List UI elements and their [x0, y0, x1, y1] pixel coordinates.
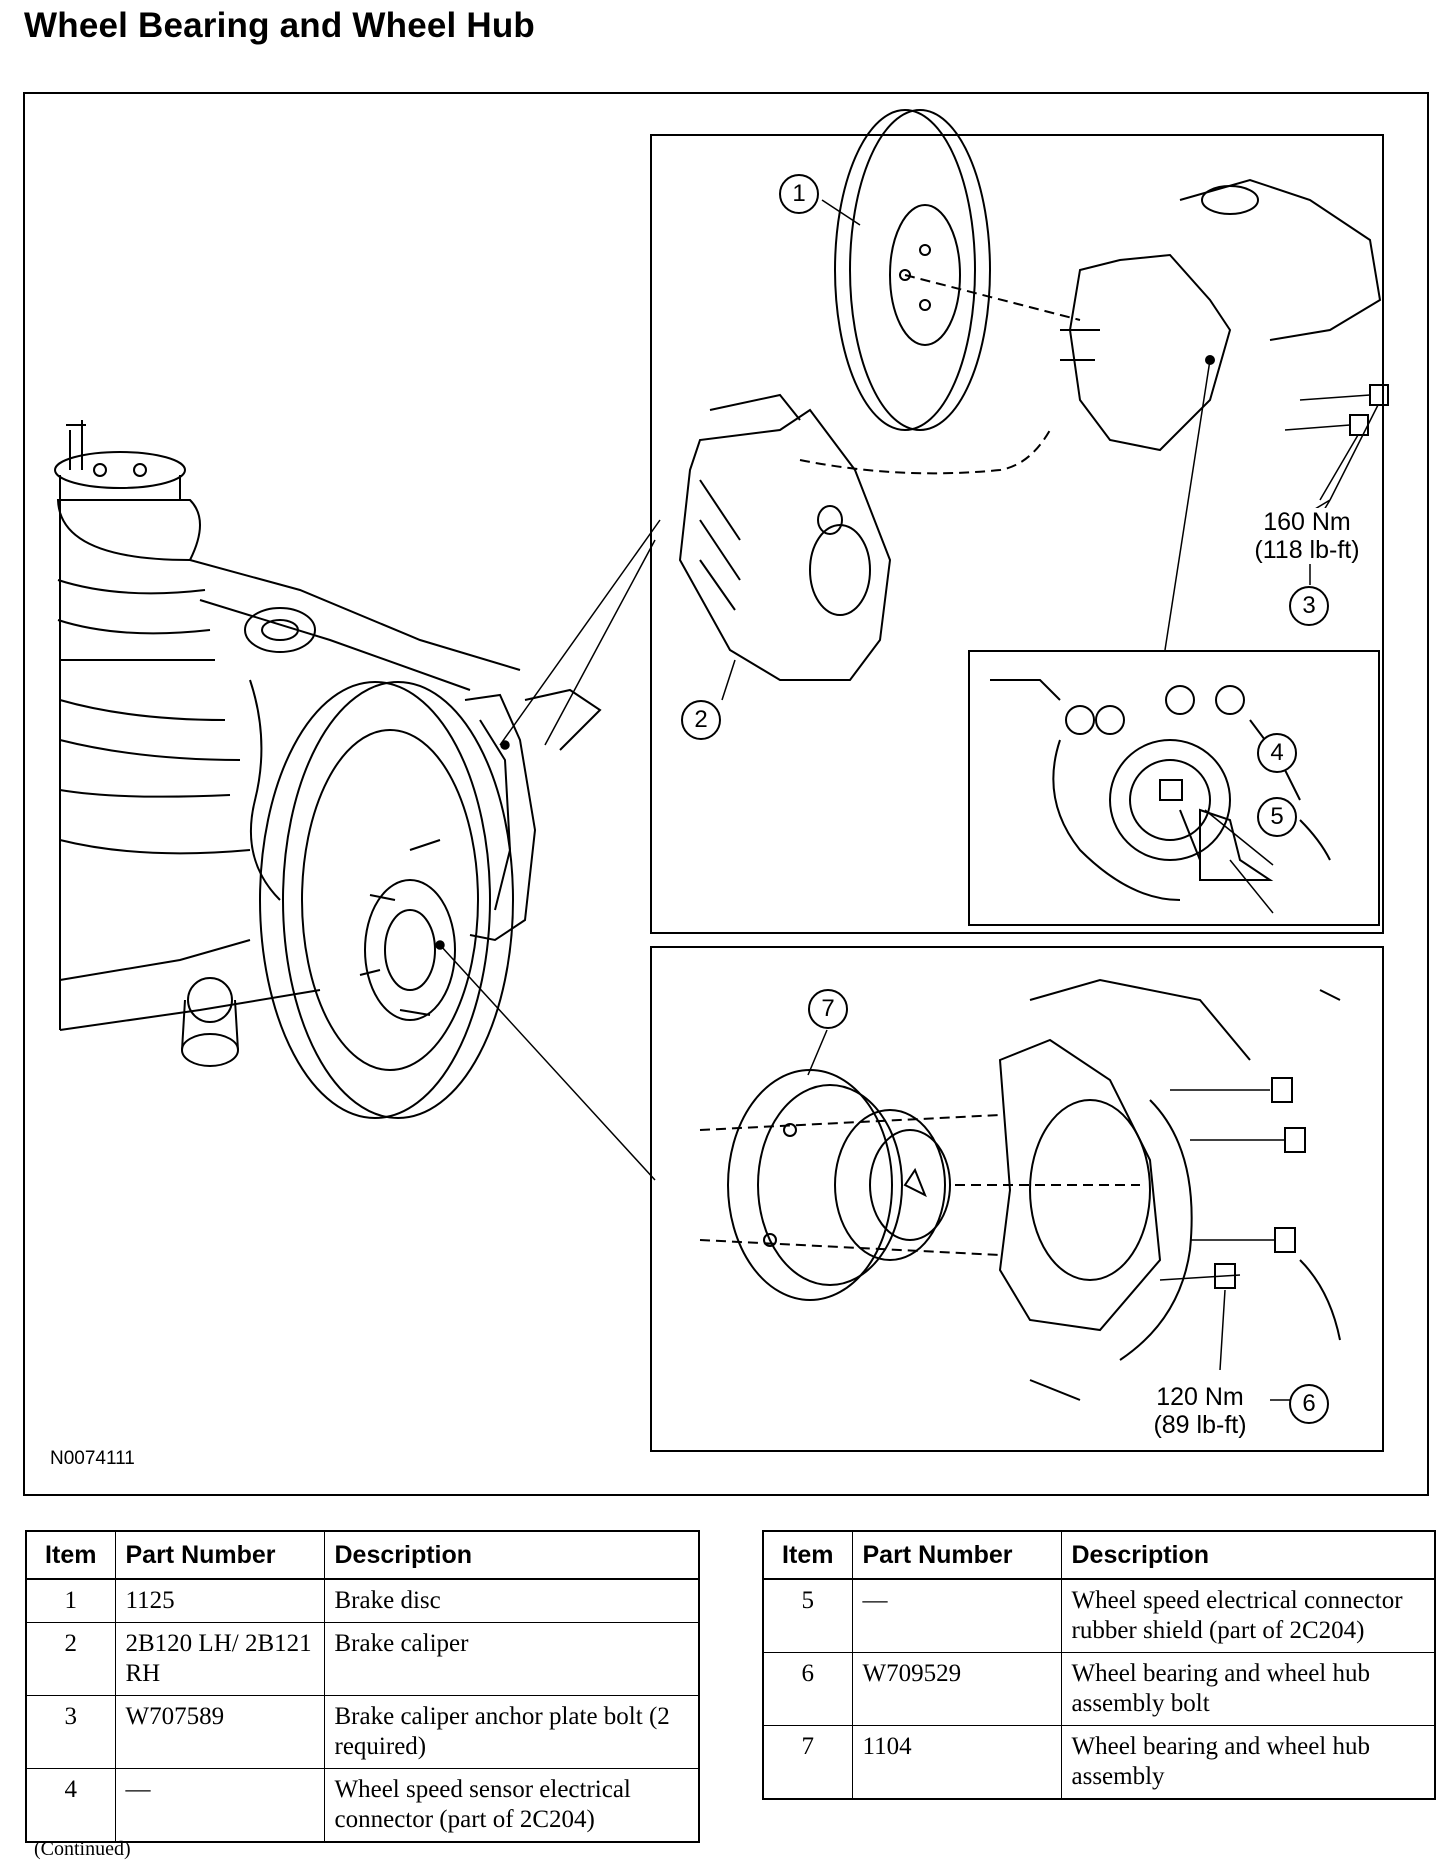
part-number: 1125: [114, 1578, 325, 1623]
figure-id: N0074111: [50, 1448, 135, 1469]
callout-6: 6: [1289, 1384, 1329, 1424]
header-description: Description: [1060, 1530, 1436, 1580]
part-number: —: [851, 1578, 1062, 1653]
callout-1: 1: [779, 174, 819, 214]
part-number: 1104: [851, 1725, 1062, 1800]
part-description: Wheel speed sensor electrical connector …: [323, 1768, 700, 1843]
line-drawing: [54, 109, 1389, 1401]
part-description: Brake disc: [323, 1578, 700, 1623]
header-item: Item: [25, 1530, 116, 1580]
torque-spec-hub-bolts: 120 Nm (89 lb-ft): [1130, 1383, 1270, 1439]
header-description: Description: [323, 1530, 700, 1580]
torque-nm: 160 Nm: [1263, 508, 1351, 536]
table-header-row: Item Part Number Description: [25, 1530, 700, 1580]
item-number: 1: [25, 1578, 116, 1623]
torque-spec-anchor-bolts: 160 Nm (118 lb-ft): [1232, 508, 1382, 564]
callout-2: 2: [681, 700, 721, 740]
parts-table-right: Item Part Number Description 5 — Wheel s…: [762, 1530, 1436, 1800]
table-row: 3 W707589 Brake caliper anchor plate bol…: [25, 1695, 700, 1769]
item-number: 6: [762, 1652, 853, 1726]
table-row: 5 — Wheel speed electrical connector rub…: [762, 1578, 1436, 1653]
table-header-row: Item Part Number Description: [762, 1530, 1436, 1580]
callout-leaders: [721, 199, 1274, 1076]
part-number: W709529: [851, 1652, 1062, 1726]
callout-3: 3: [1289, 586, 1329, 626]
brake-inset-drawing: [678, 109, 1389, 681]
table-row: 7 1104 Wheel bearing and wheel hub assem…: [762, 1725, 1436, 1800]
part-description: Wheel speed electrical connector rubber …: [1060, 1578, 1436, 1653]
callout-4: 4: [1257, 733, 1297, 773]
table-row: 4 — Wheel speed sensor electrical connec…: [25, 1768, 700, 1843]
item-number: 7: [762, 1725, 853, 1800]
part-description: Brake caliper anchor plate bolt (2 requi…: [323, 1695, 700, 1769]
exploded-view-figure: [23, 92, 1429, 1496]
table-row: 1 1125 Brake disc: [25, 1578, 700, 1623]
page-title: Wheel Bearing and Wheel Hub: [24, 6, 536, 45]
leader-lines: [435, 519, 661, 1181]
part-description: Wheel bearing and wheel hub assembly: [1060, 1725, 1436, 1800]
part-number: —: [114, 1768, 325, 1843]
part-description: Brake caliper: [323, 1622, 700, 1696]
callout-5: 5: [1257, 797, 1297, 837]
table-row: 2 2B120 LH/ 2B121 RH Brake caliper: [25, 1622, 700, 1696]
strut-assembly-drawing: [54, 420, 602, 1119]
torque-lbft: (118 lb-ft): [1254, 536, 1360, 564]
continued-note: (Continued): [34, 1838, 131, 1860]
part-number: 2B120 LH/ 2B121 RH: [114, 1622, 325, 1696]
torque-nm: 120 Nm: [1156, 1383, 1244, 1411]
callout-7: 7: [808, 989, 848, 1029]
header-part-number: Part Number: [114, 1530, 325, 1580]
sensor-connector-inset-frame: [968, 650, 1380, 926]
header-part-number: Part Number: [851, 1530, 1062, 1580]
torque-lbft: (89 lb-ft): [1153, 1411, 1247, 1439]
hub-inset-frame: [650, 946, 1384, 1452]
parts-table-left: Item Part Number Description 1 1125 Brak…: [25, 1530, 700, 1843]
part-number: W707589: [114, 1695, 325, 1769]
item-number: 3: [25, 1695, 116, 1769]
item-number: 5: [762, 1578, 853, 1653]
hub-inset-drawing: [699, 978, 1341, 1401]
table-row: 6 W709529 Wheel bearing and wheel hub as…: [762, 1652, 1436, 1726]
item-number: 4: [25, 1768, 116, 1843]
part-description: Wheel bearing and wheel hub assembly bol…: [1060, 1652, 1436, 1726]
header-item: Item: [762, 1530, 853, 1580]
brake-inset-frame: [650, 134, 1384, 934]
item-number: 2: [25, 1622, 116, 1696]
